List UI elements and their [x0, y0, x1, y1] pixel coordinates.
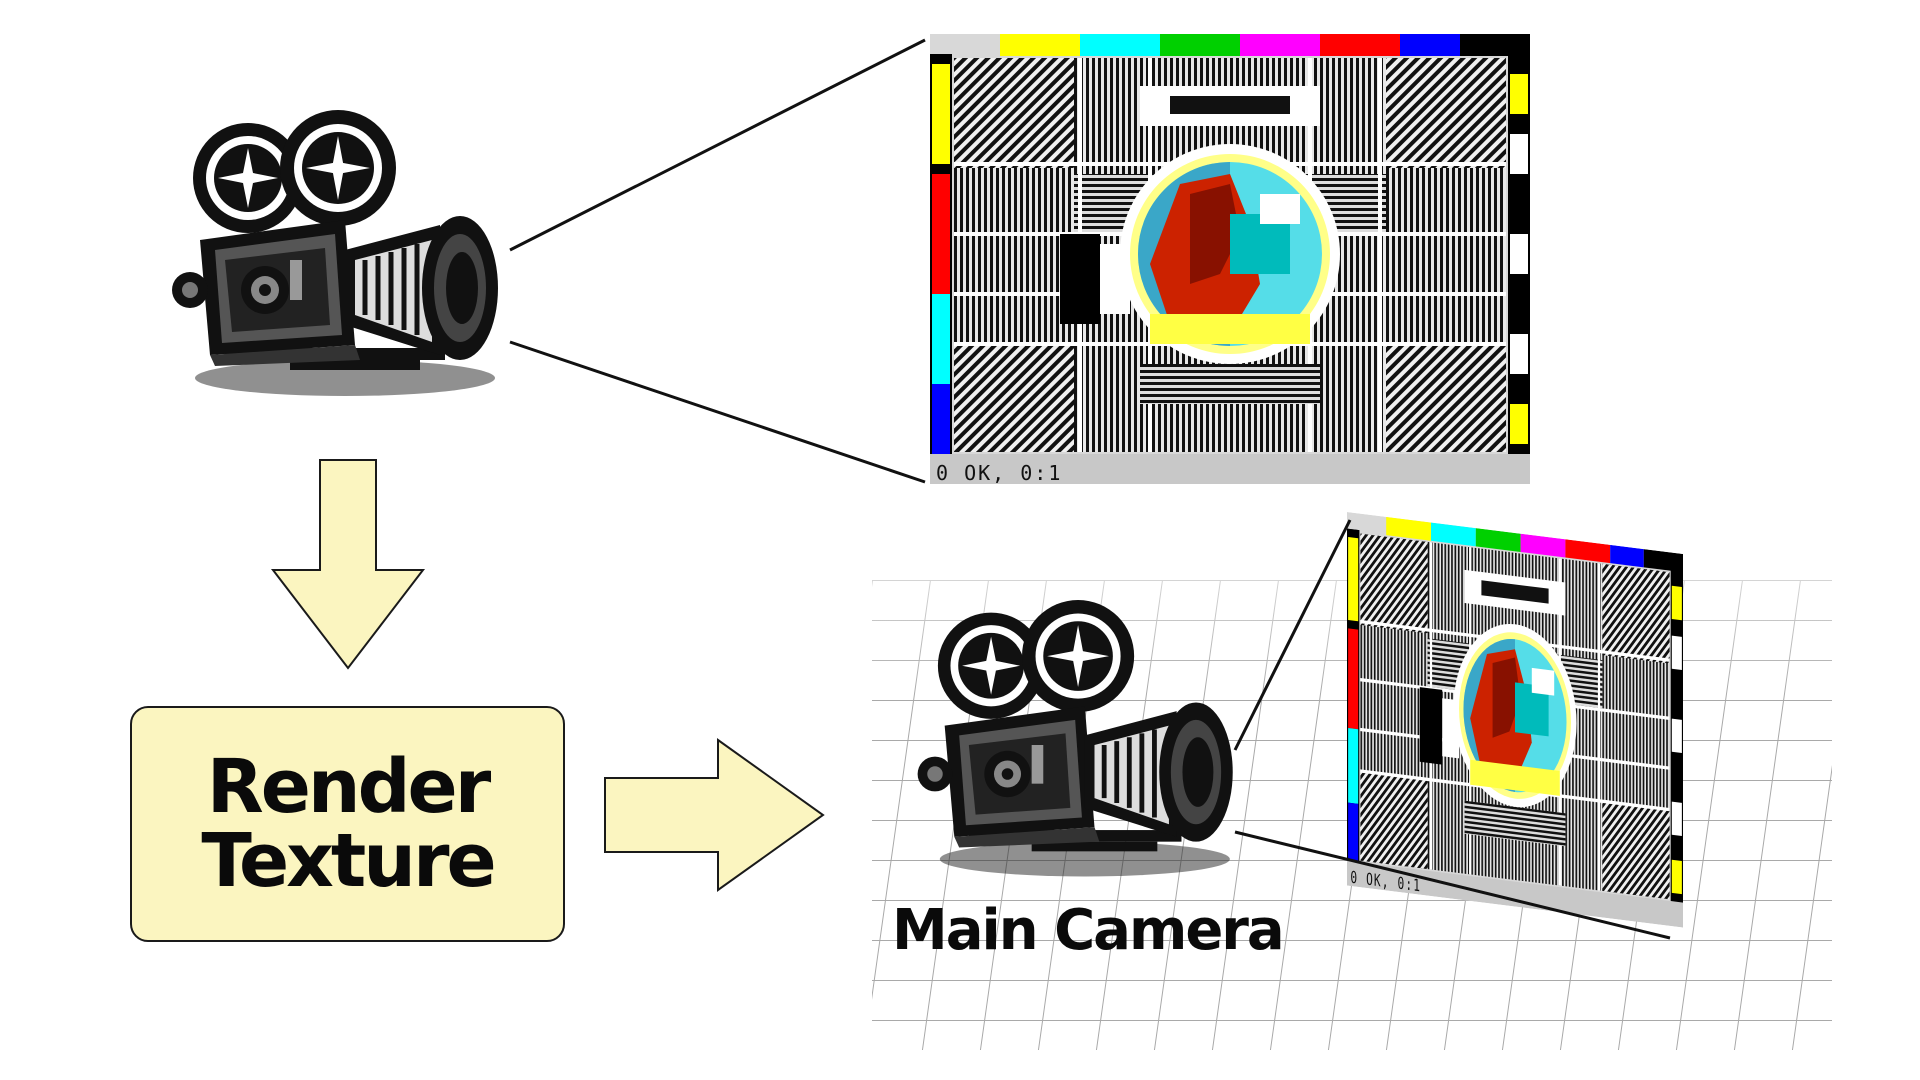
arrow-right-icon [604, 738, 825, 892]
render-texture-box: Render Texture [130, 706, 565, 942]
main-camera-label: Main Camera [892, 898, 1285, 963]
arrow-down-icon [270, 459, 426, 670]
texture-status-text: 0 OK, 0:1 [936, 461, 1062, 484]
film-camera-icon [170, 90, 520, 420]
render-texture-line2: Texture [201, 818, 496, 904]
scene-frustum-lines [1233, 519, 1671, 940]
render-texture-preview: 0 OK, 0:1 [930, 34, 1530, 484]
frustum-lines [509, 38, 926, 484]
film-camera-icon [915, 590, 1245, 900]
test-card-image: 0 OK, 0:1 [930, 34, 1530, 484]
render-texture-line1: Render [206, 744, 492, 830]
